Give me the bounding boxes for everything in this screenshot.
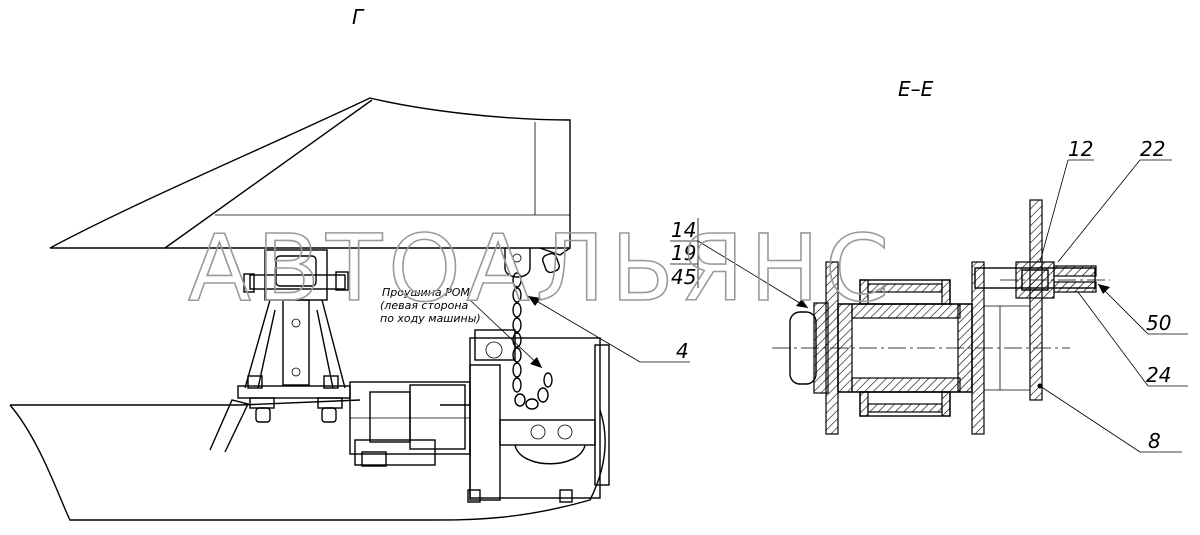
watermark: АВТОАЛЬЯНС (188, 215, 895, 322)
top-bushing (859, 279, 951, 305)
pto-unit (349, 329, 610, 503)
far-right-plate (1029, 199, 1043, 401)
callout-pom-note: Проушина РОМ (левая сторона по ходу маши… (380, 286, 543, 369)
part-label-4: 4 (676, 339, 689, 363)
latch-pin (974, 261, 1110, 299)
callout-24: 24 (1077, 291, 1188, 387)
mount-bracket (237, 249, 351, 423)
part-label-19: 19 (671, 241, 696, 265)
part-label-22: 22 (1140, 137, 1165, 161)
callout-22: 22 (1057, 137, 1172, 263)
chain (512, 272, 553, 410)
part-label-24: 24 (1146, 363, 1171, 387)
callout-12: 12 (1039, 137, 1094, 263)
part-label-14: 14 (671, 218, 696, 242)
bottom-bushing (859, 391, 951, 417)
pom-note-line3: по ходу машины) (380, 312, 481, 325)
section-e-e: Е–Е (772, 77, 1188, 453)
section-e-title: Е–Е (898, 77, 934, 101)
callout-8: 8 (1037, 383, 1182, 453)
upper-frame (49, 97, 571, 256)
pom-note-line2: (левая сторона (380, 299, 469, 312)
view-g-title: Г (352, 5, 365, 29)
lower-frame (9, 399, 606, 521)
callout-4: 4 (527, 295, 690, 363)
pom-note-line1: Проушина РОМ (382, 286, 470, 299)
callout-50: 50 (1097, 283, 1188, 335)
part-label-12: 12 (1068, 137, 1093, 161)
callout-14-19-45: 14 19 45 (670, 218, 809, 309)
part-label-8: 8 (1148, 429, 1161, 453)
part-label-45: 45 (671, 265, 696, 289)
view-g: Г (9, 5, 809, 521)
pom-lug-chain (504, 248, 560, 410)
part-label-50: 50 (1146, 311, 1171, 335)
